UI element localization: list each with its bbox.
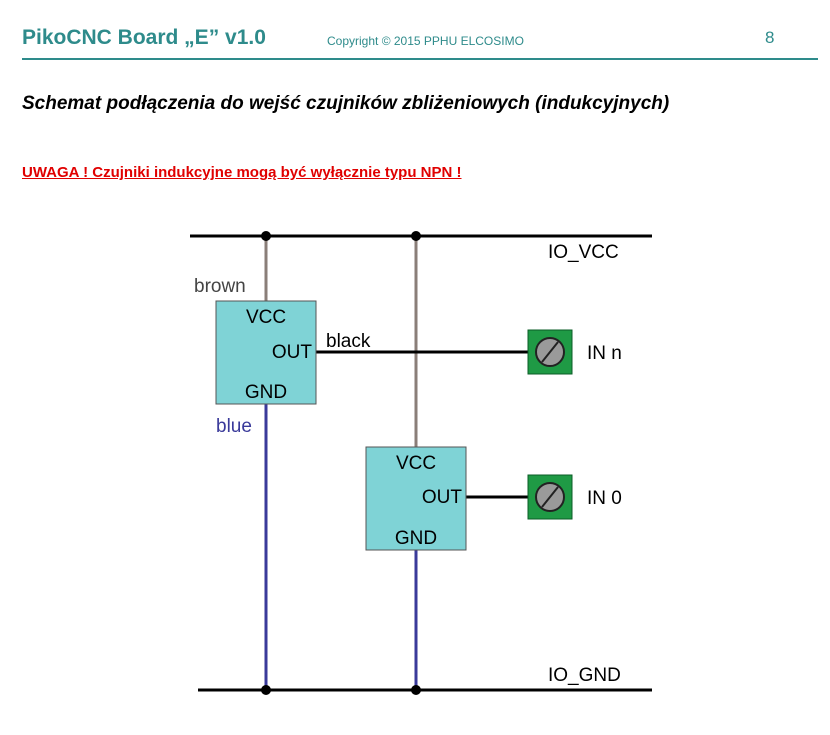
document-title: PikoCNC Board „E” v1.0 <box>22 26 266 49</box>
terminal-in-n <box>527 329 573 375</box>
header-divider <box>22 58 818 60</box>
sensor-1-out-label: OUT <box>272 342 313 363</box>
sensor-1-box <box>215 300 317 405</box>
copyright-notice: Copyright © 2015 PPHU ELCOSIMO <box>327 34 524 48</box>
terminal-in-0 <box>527 474 573 520</box>
brown-wire-label: brown <box>194 276 246 297</box>
warning-note: UWAGA ! Czujniki indukcyjne mogą być wył… <box>22 164 462 181</box>
junction-dot <box>261 685 271 695</box>
junction-dot <box>411 685 421 695</box>
sensor-1-gnd-label: GND <box>245 382 287 403</box>
input-n-label: IN n <box>587 343 622 364</box>
io-vcc-label: IO_VCC <box>548 242 619 263</box>
io-gnd-label: IO_GND <box>548 665 621 686</box>
junction-dot <box>261 231 271 241</box>
section-title: Schemat podłączenia do wejść czujników z… <box>22 93 670 114</box>
input-0-label: IN 0 <box>587 488 622 509</box>
sensor-1-vcc-label: VCC <box>246 307 286 328</box>
junction-dot <box>411 231 421 241</box>
sensor-2-gnd-label: GND <box>395 528 437 549</box>
black-wire-label: black <box>326 331 371 352</box>
sensor-2-box <box>365 446 467 551</box>
page-number: 8 <box>765 28 775 47</box>
sensor-2-vcc-label: VCC <box>396 453 436 474</box>
sensor-2-out-label: OUT <box>422 487 463 508</box>
page-header: PikoCNC Board „E” v1.0 Copyright © 2015 … <box>22 22 818 62</box>
blue-wire-label: blue <box>216 416 252 437</box>
